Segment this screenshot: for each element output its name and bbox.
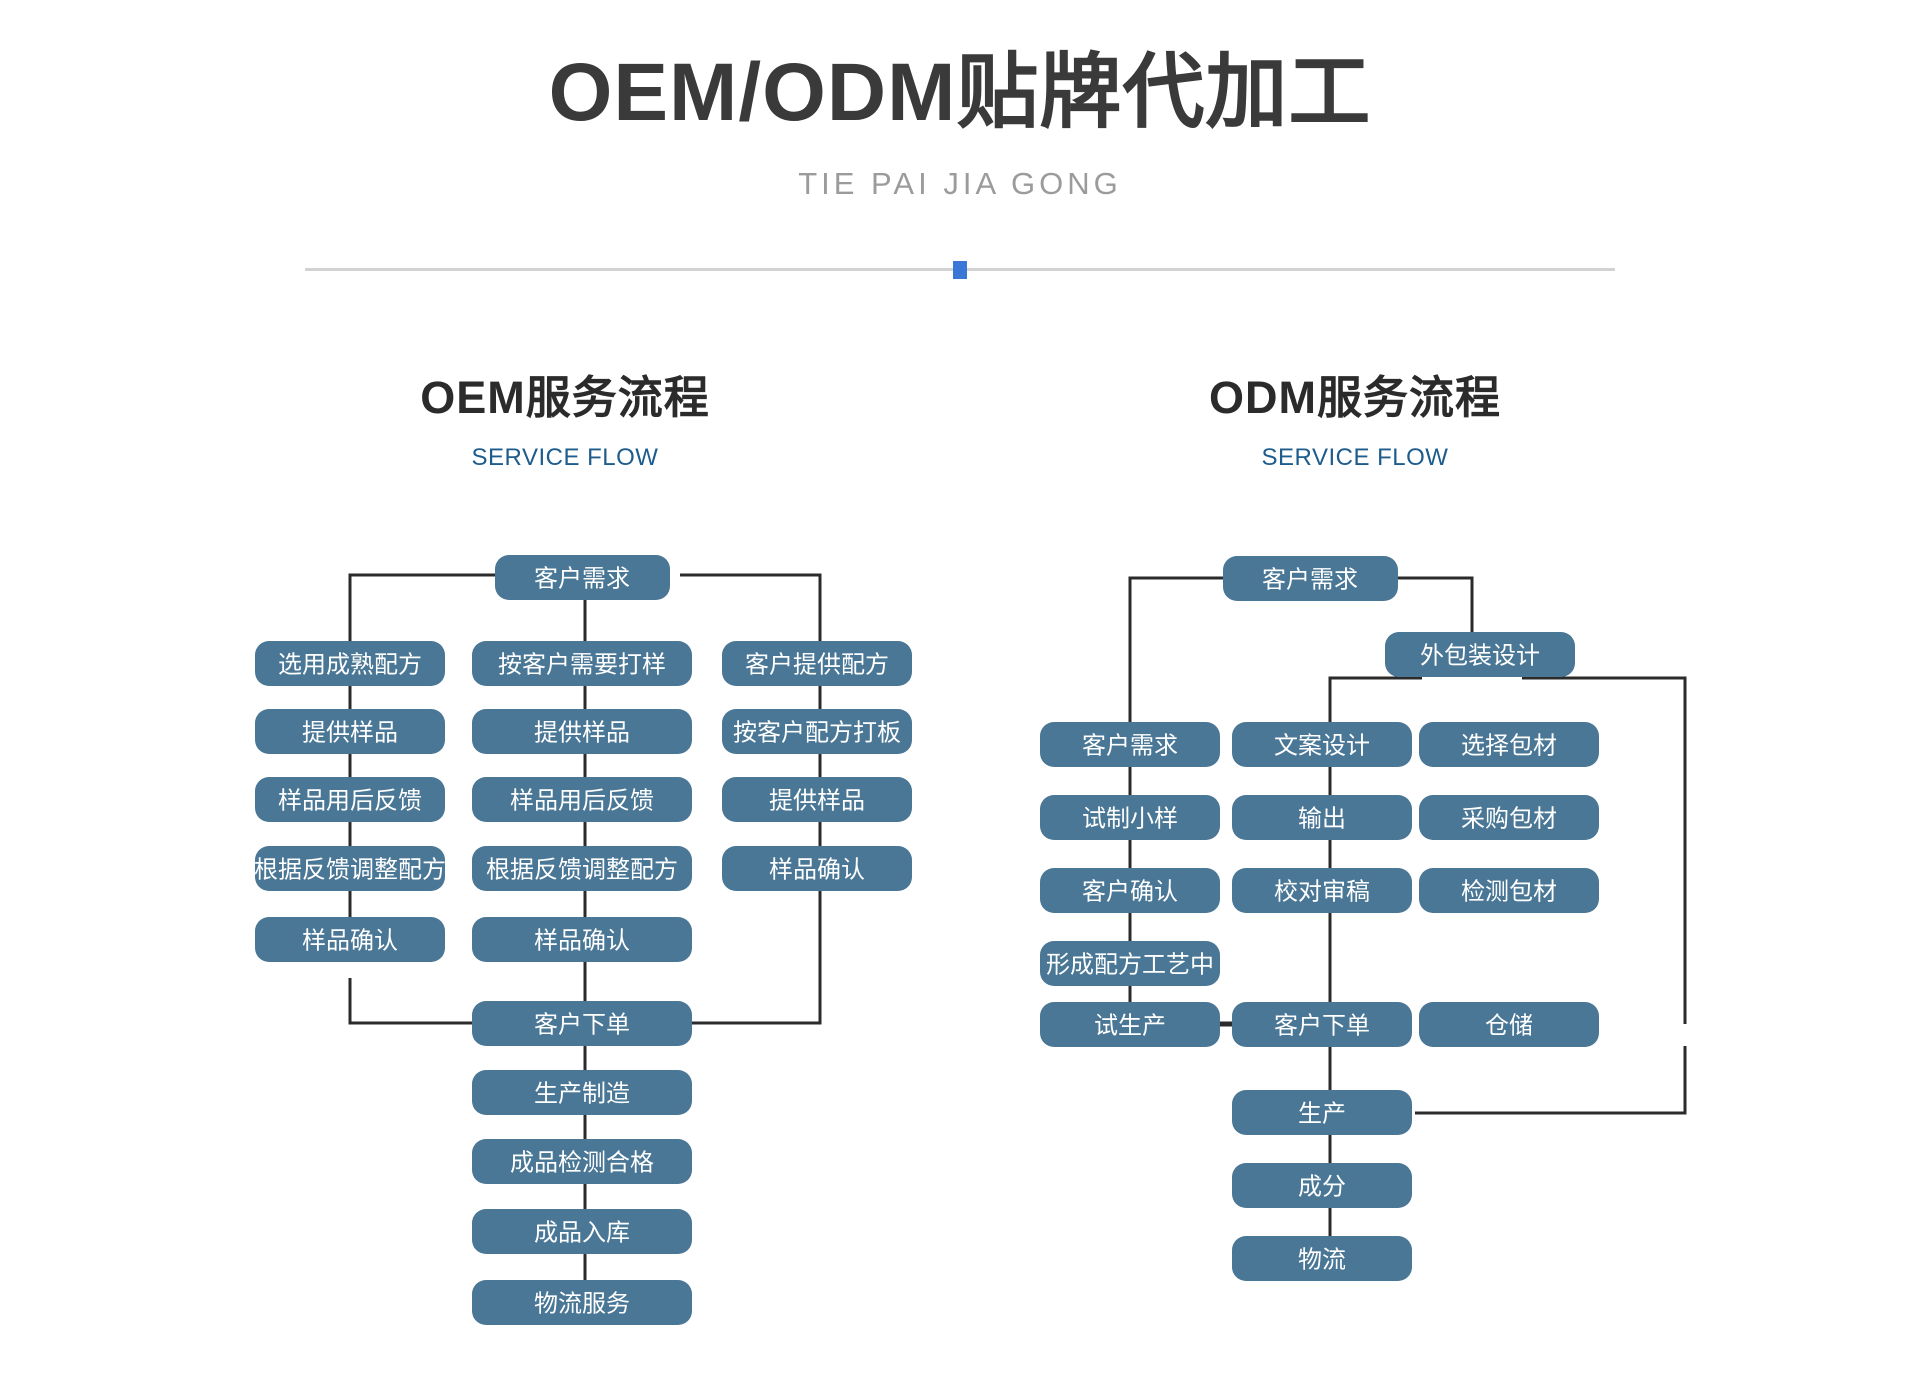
flowchart-oem-svg: 客户需求 选用成熟配方 提供样品 样品用后反馈 根据反馈调整配方 (254, 555, 912, 1325)
flow-node[interactable]: 选择包材 (1419, 722, 1599, 767)
flow-node[interactable]: 校对审稿 (1232, 868, 1412, 913)
flow-node[interactable]: 仓储 (1419, 1002, 1599, 1047)
page-subtitle: TIE PAI JIA GONG (798, 166, 1122, 201)
flow-node[interactable]: 客户下单 (472, 1001, 692, 1046)
flow-node[interactable]: 根据反馈调整配方 (254, 846, 446, 891)
flow-node[interactable]: 文案设计 (1232, 722, 1412, 767)
section-heading-odm: ODM服务流程 SERVICE FLOW (1035, 372, 1675, 472)
flow-node-label: 物流 (1298, 1247, 1346, 1274)
flow-node[interactable]: 生产制造 (472, 1070, 692, 1115)
flow-node-label: 文案设计 (1274, 733, 1370, 760)
flow-node[interactable]: 客户需求 (495, 555, 670, 600)
flow-node[interactable]: 客户需求 (1223, 556, 1398, 601)
flow-node-label: 按客户需要打样 (498, 652, 666, 679)
flow-node[interactable]: 样品用后反馈 (472, 777, 692, 822)
flow-node[interactable]: 样品确认 (255, 917, 445, 962)
flow-node[interactable]: 物流 (1232, 1236, 1412, 1281)
flow-node[interactable]: 选用成熟配方 (255, 641, 445, 686)
flow-node-label: 按客户配方打板 (733, 720, 901, 747)
flow-node[interactable]: 采购包材 (1419, 795, 1599, 840)
flow-node-label: 客户下单 (534, 1012, 630, 1039)
flow-node-label: 客户需求 (1082, 733, 1178, 760)
flow-node-label: 样品用后反馈 (510, 788, 654, 815)
flow-node-label: 物流服务 (534, 1291, 630, 1318)
flow-node[interactable]: 物流服务 (472, 1280, 692, 1325)
flow-node-label: 样品确认 (769, 857, 865, 884)
flow-node-label: 样品用后反馈 (278, 788, 422, 815)
section-title-odm: ODM服务流程 (1209, 372, 1501, 423)
flow-node-label: 根据反馈调整配方 (254, 857, 446, 884)
flow-node-label: 客户需求 (1262, 567, 1358, 594)
flow-node-label: 试生产 (1094, 1013, 1166, 1040)
flow-node-label: 检测包材 (1461, 879, 1557, 906)
oem-nodes: 客户需求 选用成熟配方 提供样品 样品用后反馈 根据反馈调整配方 (254, 555, 912, 1325)
flow-node-label: 根据反馈调整配方 (486, 857, 678, 884)
flow-node[interactable]: 客户提供配方 (722, 641, 912, 686)
flow-node[interactable]: 提供样品 (255, 709, 445, 754)
flow-node[interactable]: 样品确认 (722, 846, 912, 891)
flow-node[interactable]: 成品检测合格 (472, 1139, 692, 1184)
flow-node-label: 生产制造 (534, 1081, 630, 1108)
flow-node-label: 采购包材 (1461, 806, 1557, 833)
flow-node-label: 客户下单 (1274, 1013, 1370, 1040)
flow-node-label: 样品确认 (534, 928, 630, 955)
flow-node[interactable]: 提供样品 (472, 709, 692, 754)
page-header: OEM/ODM贴牌代加工 TIE PAI JIA GONG (0, 0, 1920, 202)
flow-node[interactable]: 按客户需要打样 (472, 641, 692, 686)
flow-node-label: 成品检测合格 (510, 1150, 654, 1177)
flow-node[interactable]: 试制小样 (1040, 795, 1220, 840)
flow-node-label: 客户确认 (1082, 879, 1178, 906)
flow-node[interactable]: 成品入库 (472, 1209, 692, 1254)
flowchart-oem: 客户需求 选用成熟配方 提供样品 样品用后反馈 根据反馈调整配方 (254, 555, 912, 1325)
flow-node-label: 校对审稿 (1274, 879, 1370, 906)
flow-node-label: 选用成熟配方 (278, 652, 422, 679)
flow-node-label: 提供样品 (302, 720, 398, 747)
section-title-oem: OEM服务流程 (420, 372, 710, 423)
flow-node-label: 客户需求 (534, 566, 630, 593)
flow-node[interactable]: 客户确认 (1040, 868, 1220, 913)
flow-node[interactable]: 样品确认 (472, 917, 692, 962)
flow-node[interactable]: 成分 (1232, 1163, 1412, 1208)
flow-node-label: 仓储 (1485, 1013, 1533, 1040)
flow-node-label: 成分 (1298, 1174, 1346, 1201)
flow-node[interactable]: 客户需求 (1040, 722, 1220, 767)
odm-nodes: 客户需求 外包装设计 客户需求 试制小样 客户确认 (1040, 556, 1599, 1281)
flow-node-label: 成品入库 (534, 1220, 630, 1247)
flow-node[interactable]: 形成配方工艺中 (1040, 941, 1220, 986)
odm-connectors (1128, 576, 1687, 1245)
flow-node[interactable]: 外包装设计 (1385, 632, 1575, 677)
section-heading-oem: OEM服务流程 SERVICE FLOW (245, 372, 885, 472)
header-divider-marker (953, 261, 967, 279)
flowchart-odm-svg: 客户需求 外包装设计 客户需求 试制小样 客户确认 (1040, 556, 1687, 1281)
flow-node[interactable]: 根据反馈调整配方 (472, 846, 692, 891)
flow-node-label: 选择包材 (1461, 733, 1557, 760)
flow-node[interactable]: 检测包材 (1419, 868, 1599, 913)
flow-node-label: 客户提供配方 (745, 652, 889, 679)
page-title: OEM/ODM贴牌代加工 (548, 47, 1372, 138)
flow-node[interactable]: 按客户配方打板 (722, 709, 912, 754)
section-subtitle-oem: SERVICE FLOW (471, 443, 659, 471)
flow-node-label: 生产 (1298, 1101, 1346, 1128)
flow-node[interactable]: 试生产 (1040, 1002, 1220, 1047)
flow-node-label: 样品确认 (302, 928, 398, 955)
flow-node[interactable]: 提供样品 (722, 777, 912, 822)
flow-node[interactable]: 样品用后反馈 (255, 777, 445, 822)
flow-node-label: 输出 (1298, 806, 1346, 833)
flow-node-label: 形成配方工艺中 (1046, 952, 1214, 979)
flow-node-label: 外包装设计 (1420, 643, 1540, 670)
flow-node[interactable]: 输出 (1232, 795, 1412, 840)
flow-node[interactable]: 生产 (1232, 1090, 1412, 1135)
flow-node-label: 提供样品 (769, 788, 865, 815)
flow-node-label: 提供样品 (534, 720, 630, 747)
flow-node[interactable]: 客户下单 (1232, 1002, 1412, 1047)
flow-node-label: 试制小样 (1082, 806, 1178, 833)
section-subtitle-odm: SERVICE FLOW (1261, 443, 1449, 471)
flowchart-odm: 客户需求 外包装设计 客户需求 试制小样 客户确认 (960, 0, 1920, 1384)
